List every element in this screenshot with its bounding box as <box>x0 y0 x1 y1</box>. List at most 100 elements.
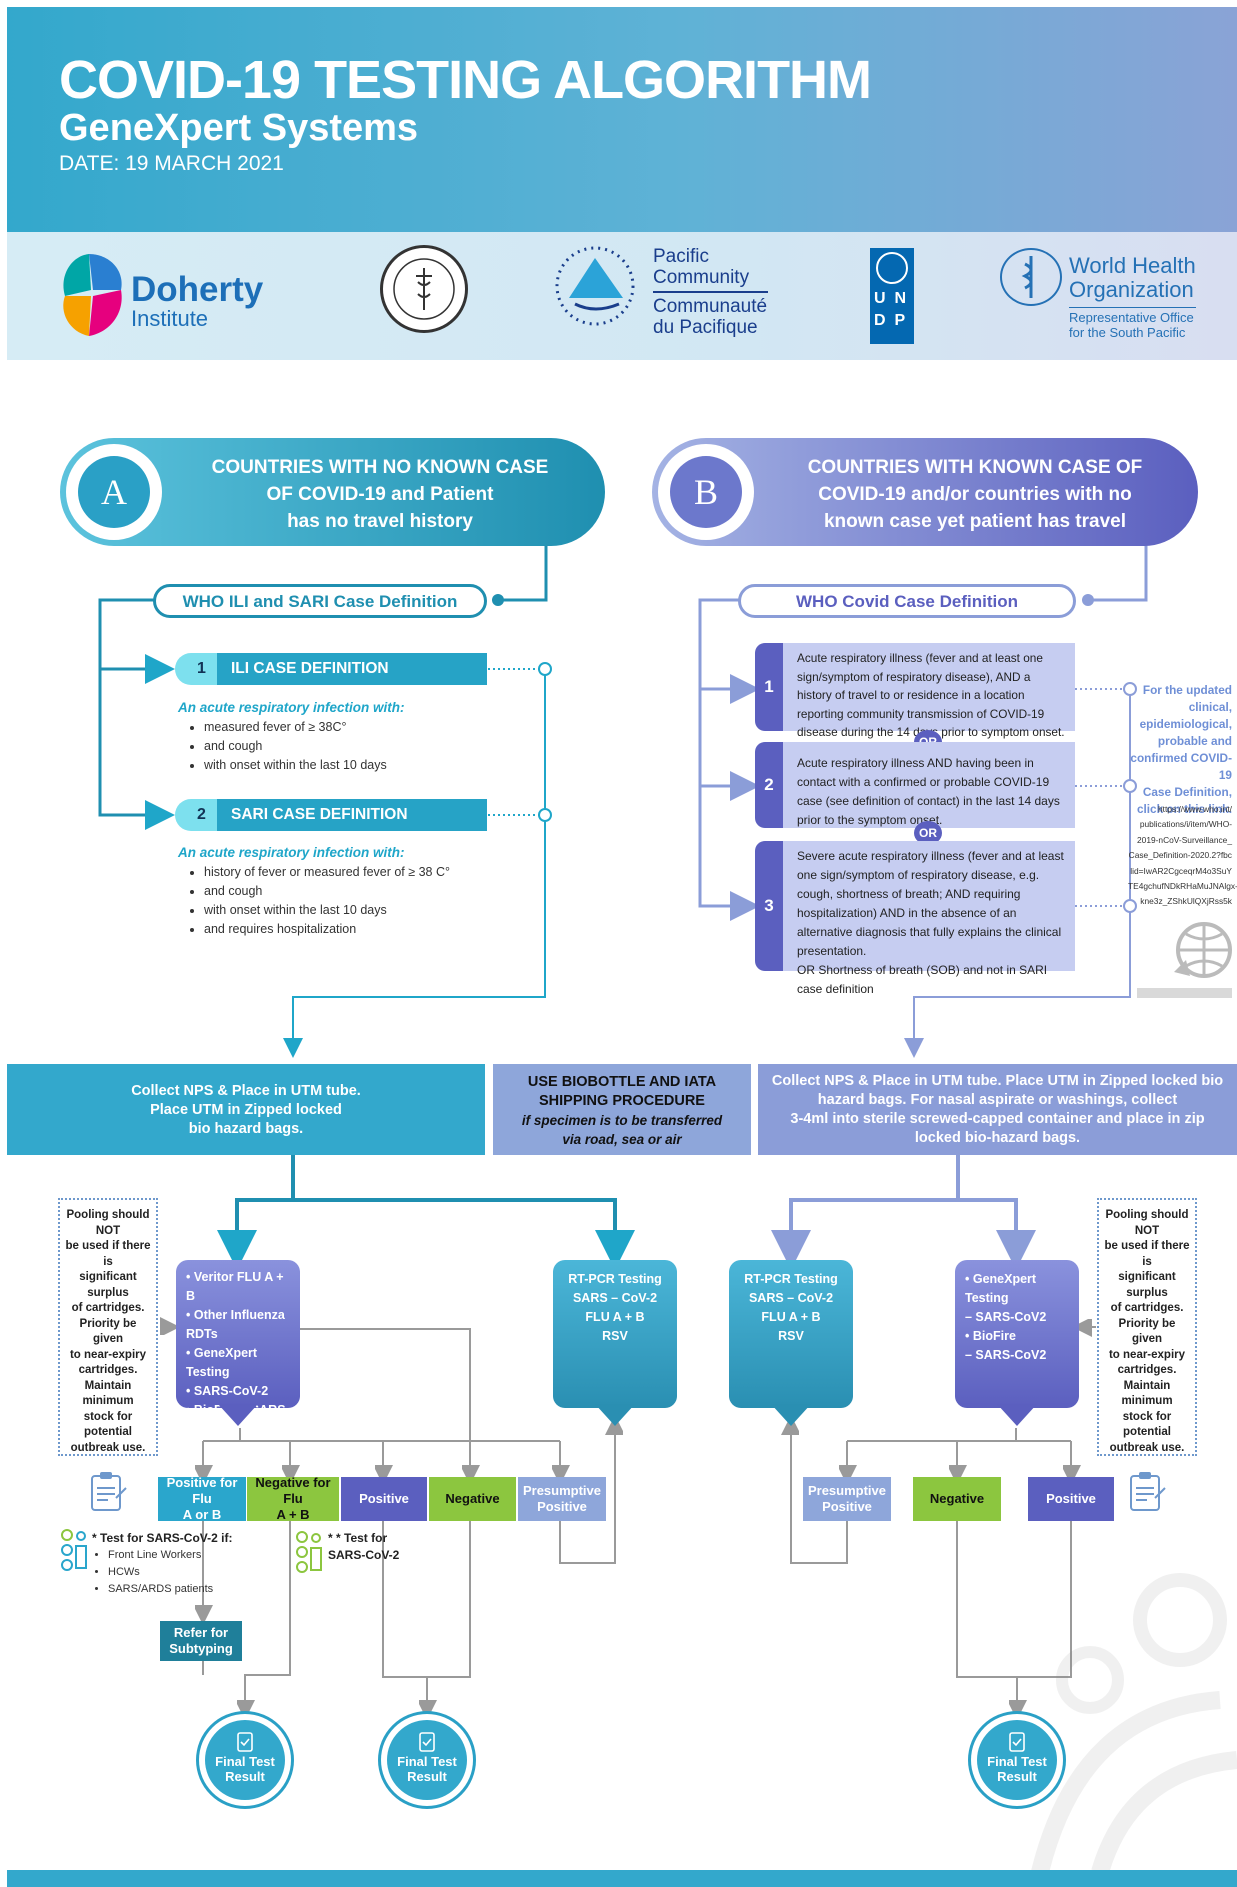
link-line[interactable]: Case_Definition-2020.2?fbc <box>1128 850 1232 861</box>
link-line[interactable]: kne3z_ZShkUlQXjRss5k <box>1140 896 1232 907</box>
people-check-icon <box>295 1530 323 1574</box>
test-item: • Veritor FLU A + B <box>186 1270 284 1303</box>
ili-item: with onset within the last 10 days <box>204 756 482 775</box>
sari-title: SARI CASE DEFINITION <box>217 799 487 831</box>
document-check-icon <box>1007 1732 1027 1752</box>
result-line: Positive for Flu <box>166 1475 238 1506</box>
collect-right-line: hazard bags. For nasal aspirate or washi… <box>817 1092 1178 1108</box>
final-line: Final Test <box>987 1754 1047 1769</box>
subtyping-line: Subtyping <box>169 1641 233 1656</box>
rtpcr-line: RSV <box>778 1329 804 1343</box>
covid-criterion-1: Acute respiratory illness (fever and at … <box>783 643 1075 739</box>
pooling-line: to near-expiry <box>69 1348 147 1361</box>
sari-definition-bar: 2 SARI CASE DEFINITION <box>175 799 487 831</box>
result-line: Negative for Flu <box>255 1475 331 1506</box>
sari-criteria-list: history of fever or measured fever of ≥ … <box>182 863 482 939</box>
result-negative-left: Negative <box>429 1477 516 1521</box>
people-check-icon <box>60 1528 88 1572</box>
sari-item: and cough <box>204 882 482 901</box>
logo-strip: Doherty Institute Pacific Community Comm… <box>7 232 1237 360</box>
sari-num: 2 <box>197 806 206 823</box>
biobottle-band: USE BIOBOTTLE AND IATA SHIPPING PROCEDUR… <box>493 1064 751 1155</box>
who-ili-sari-definition: WHO ILI and SARI Case Definition <box>153 584 487 618</box>
covid-criterion-3: Severe acute respiratory illness (fever … <box>783 841 1075 996</box>
pooling-note-left: Pooling should NOT be used if there is s… <box>58 1198 158 1511</box>
pooling-line: significant surplus <box>1118 1271 1176 1299</box>
pooling-note-right: Pooling should NOT be used if there is s… <box>1097 1198 1197 1511</box>
decorative-people-watermark-icon <box>980 1560 1237 1875</box>
doherty-sub: Institute <box>131 306 209 331</box>
doherty-logo-icon <box>59 250 134 342</box>
test-item: • GeneXpert Testing <box>186 1346 258 1379</box>
covid-criterion-num: 2 <box>755 742 783 828</box>
update-note-line: Case Definition, <box>1142 785 1232 799</box>
who-text: World Health Organization Representative… <box>1069 254 1196 340</box>
section-a-header: A COUNTRIES WITH NO KNOWN CASE OF COVID-… <box>60 438 605 546</box>
sari-item: history of fever or measured fever of ≥ … <box>204 863 482 882</box>
footer-strip <box>7 1870 1237 1887</box>
ili-title: ILI CASE DEFINITION <box>217 653 487 685</box>
collect-right-line: 3-4ml into sterile screwed-capped contai… <box>790 1111 1205 1127</box>
undp-logo-icon: U N D P <box>870 248 914 344</box>
funnel-tip <box>595 1404 635 1426</box>
section-b-title: COUNTRIES WITH KNOWN CASE OF COVID-19 an… <box>770 454 1180 535</box>
final-line: Final Test <box>397 1754 457 1769</box>
collect-left-band: Collect NPS & Place in UTM tube. Place U… <box>7 1064 485 1155</box>
final-result-badge: Final Test Result <box>387 1720 467 1800</box>
criterion-3-extra: OR Shortness of breath (SOB) and not in … <box>797 963 1048 996</box>
undp-p: P <box>894 312 906 329</box>
sars-note2-line: * * Test for <box>328 1531 388 1545</box>
rtpcr-line: RSV <box>602 1329 628 1343</box>
test-item: • SARS-CoV-2 <box>186 1384 269 1398</box>
who-emblem-icon <box>1000 248 1062 306</box>
pooling-line: Maintain minimum <box>82 1379 134 1408</box>
rtpcr-line: FLU A + B <box>761 1310 821 1324</box>
who-link[interactable]: https://www.who.int/ publications/i/item… <box>1128 802 1237 910</box>
update-note-line: clinical, <box>1188 700 1232 714</box>
result-line: Positive <box>537 1499 587 1514</box>
section-a-letter: A <box>78 456 150 528</box>
pooling-line: cartridges. <box>78 1364 138 1376</box>
page-title: COVID-19 TESTING ALGORITHM <box>59 50 872 110</box>
test-item: • Other Influenza RDTs <box>186 1308 285 1341</box>
pooling-line: Maintain minimum <box>1121 1379 1173 1408</box>
test-item: – SARS-CoV2 <box>965 1310 1047 1324</box>
pooling-line: stock for potential <box>83 1410 133 1439</box>
final-line: Result <box>225 1769 265 1784</box>
ili-num-tab: 1 <box>175 653 225 685</box>
link-line[interactable]: https://www.who.int/ <box>1157 804 1232 814</box>
result-line: Positive <box>822 1499 872 1514</box>
criterion-3-text: Severe acute respiratory illness (fever … <box>797 849 1064 958</box>
sari-num-tab: 2 <box>175 799 225 831</box>
update-note-line: click on this link. <box>1136 802 1232 816</box>
globe-icon <box>1172 920 1232 982</box>
link-line[interactable]: lid=IwAR2CgceqrM4o3SuY <box>1130 865 1232 876</box>
pacific-community-text: Pacific Community Communauté du Pacifiqu… <box>653 246 768 338</box>
final-result-badge: Final Test Result <box>205 1720 285 1800</box>
who-line1: World Health <box>1069 253 1196 278</box>
pooling-line: of cartridges. <box>1110 1302 1184 1314</box>
page-subtitle: GeneXpert Systems <box>59 107 419 149</box>
undp-letters: U N D P <box>874 288 910 332</box>
doherty-name: Doherty <box>131 270 264 309</box>
funnel-tip <box>997 1404 1037 1426</box>
section-b-badge: B <box>658 444 754 540</box>
header-banner: COVID-19 TESTING ALGORITHM GeneXpert Sys… <box>7 7 1237 232</box>
document-check-icon <box>417 1732 437 1752</box>
sari-item: and requires hospitalization <box>204 920 482 939</box>
ili-intro: An acute respiratory infection with: <box>178 700 405 715</box>
link-line[interactable]: TE4gchufNDkRHaMuJNAlgx- <box>1128 881 1237 892</box>
link-line[interactable]: 2019-nCoV-Surveillance_ <box>1137 834 1232 845</box>
undp-d: D <box>874 312 886 329</box>
test-item: • GeneXpert Testing <box>965 1272 1037 1305</box>
who-covid-definition: WHO Covid Case Definition <box>738 584 1076 618</box>
result-negative-right: Negative <box>913 1477 1001 1521</box>
left-rtpcr-box: RT-PCR Testing SARS – CoV-2 FLU A + B RS… <box>553 1260 677 1408</box>
link-line[interactable]: publications/i/item/WHO- <box>1139 819 1232 830</box>
who-line2: Organization <box>1069 277 1194 302</box>
connector-dot <box>492 594 504 606</box>
